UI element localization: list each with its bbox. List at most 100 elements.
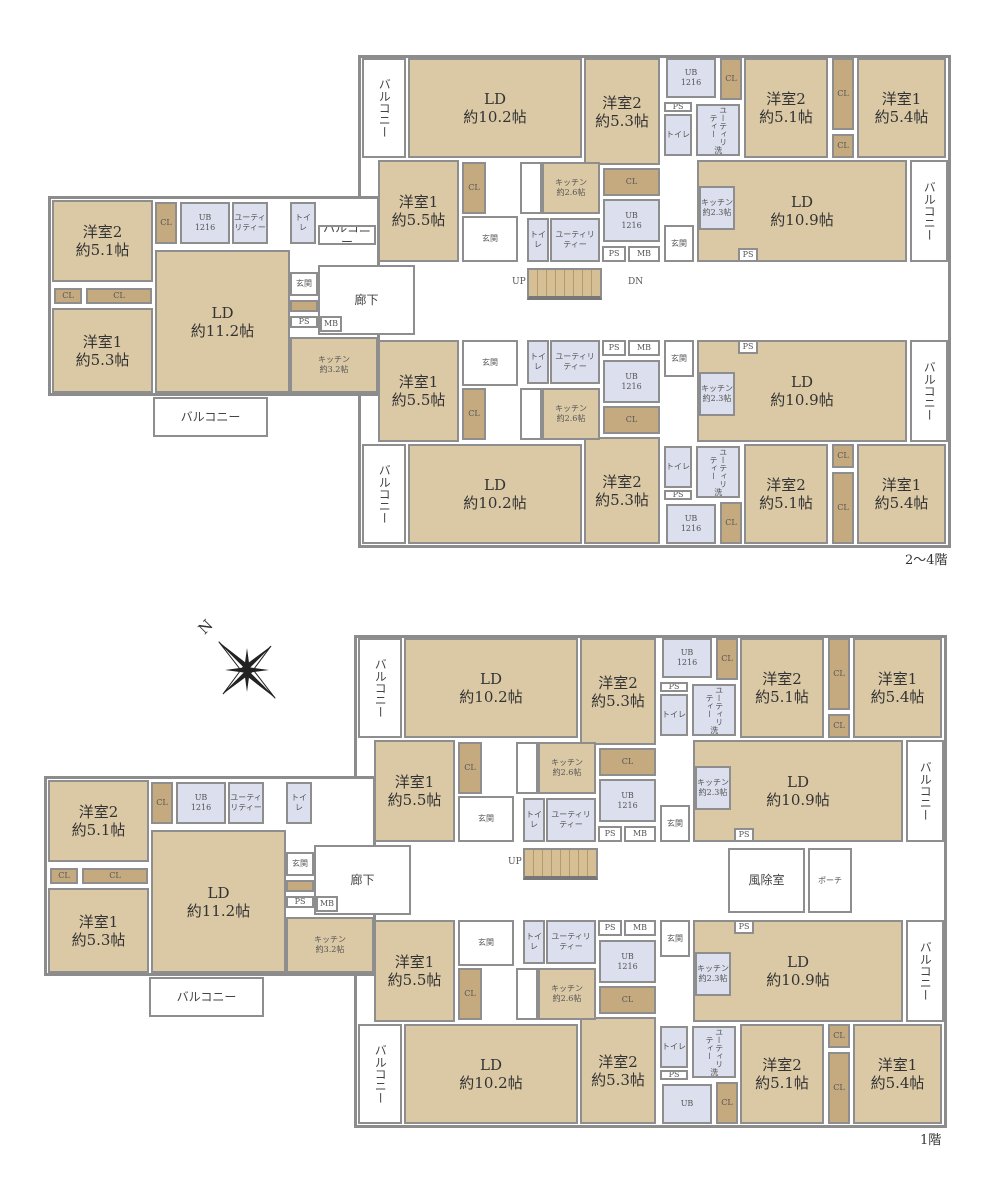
room-label-ld: LD — [787, 773, 809, 791]
room-cl-upper: CL — [832, 134, 854, 158]
room-label-s112: 約11.2帖 — [186, 901, 251, 920]
room-label-s51: 約5.1帖 — [75, 241, 130, 259]
room-label-utility: ユーティリティー — [555, 352, 595, 371]
compass-rose-icon: N — [195, 612, 290, 707]
room-windbreak-ground: 風除室 — [728, 848, 805, 913]
room-label-entrance: 玄関 — [667, 818, 683, 828]
room-label-ld: LD — [480, 1056, 502, 1074]
room-entrance-ground: 玄関 — [458, 920, 514, 966]
room-label-utility: ユーティリティー — [234, 213, 266, 232]
room-label-toilet: トイレ — [530, 352, 546, 371]
room-entrance-ground: 玄関 — [286, 852, 314, 876]
stair-label-dn: DN — [628, 277, 644, 287]
room-label-ub1216: 1216 — [617, 800, 638, 810]
room-label-ub1216: 1216 — [680, 524, 702, 533]
room-label-cl: CL — [464, 763, 476, 773]
stair-label-up: UP — [508, 857, 522, 867]
room-label-ld: LD — [484, 476, 506, 494]
room-label-yo1: 洋室1 — [394, 773, 435, 791]
room-ps-upper: PS — [738, 248, 758, 262]
room-cl-upper: CL — [462, 162, 486, 214]
room-label-entrance: 玄関 — [671, 238, 687, 248]
room-label-entrance: 玄関 — [482, 358, 498, 368]
room-label-yo2: 洋室2 — [602, 472, 642, 491]
room-label-ps: PS — [738, 922, 750, 932]
room-label-kitchen: キッチン — [318, 355, 350, 365]
room-label-cl: CL — [721, 1098, 733, 1108]
room-label-s26: 約2.6帖 — [552, 768, 582, 777]
room-cl-upper: CL — [832, 58, 854, 130]
room-entrance-upper: 玄関 — [462, 340, 518, 386]
room-label-balcony: バルコニー — [377, 78, 392, 138]
room-label-ps: PS — [608, 343, 620, 353]
room-label-kitchen: キッチン — [701, 384, 733, 394]
room-label-cl: CL — [621, 757, 634, 767]
room-label-ub1216: 1216 — [190, 803, 212, 812]
room-label-cl: CL — [113, 291, 125, 301]
room-label-s112: 約11.2帖 — [190, 321, 255, 340]
room-label-kitchen: キッチン — [314, 935, 346, 945]
room-label-toilet: トイレ — [662, 710, 686, 720]
room-label-ub1216: 1216 — [617, 961, 638, 971]
room-entrance-upper: 玄関 — [664, 225, 694, 262]
room-label-ld: LD — [791, 373, 813, 391]
room-label-ub1216: 1216 — [680, 78, 702, 87]
room-label-ps: PS — [668, 682, 680, 692]
room-toilet-ground: トイレ — [286, 782, 312, 824]
room-label-cl: CL — [837, 451, 849, 461]
room-label-ld: LD — [484, 90, 506, 108]
room-ps-ground: PS — [734, 920, 754, 934]
room-label-utility_v: ユーティリティー — [709, 448, 728, 488]
room-label-kitchen: キッチン — [701, 198, 733, 208]
room-label-cl: CL — [625, 177, 638, 187]
room-label-entrance: 玄関 — [478, 814, 494, 824]
room-label-s51: 約5.1帖 — [759, 494, 813, 512]
room-label-s109: 約10.9帖 — [770, 211, 834, 229]
room-label-yo2: 洋室2 — [762, 670, 802, 688]
room-balcony-ground: バルコニー — [358, 638, 402, 738]
room-cl-upper: CL — [832, 472, 854, 544]
room-utility-upper: ユーティリティー — [232, 202, 268, 244]
room-cl-upper: CL — [155, 202, 177, 244]
room-label-s51: 約5.1帖 — [755, 688, 809, 706]
room-utility_v-upper: ユーティリティー洗 — [696, 446, 740, 498]
room-label-cl: CL — [721, 654, 733, 664]
room-label-cl: CL — [160, 218, 172, 228]
room-label-yo1: 洋室1 — [881, 476, 922, 494]
room-label-cl: CL — [464, 989, 476, 999]
room-entrance-upper: 玄関 — [290, 272, 318, 296]
room-entrance-ground: 玄関 — [660, 805, 690, 842]
room-kitchen-upper: キッチン約2.6帖 — [542, 162, 600, 214]
room-label-ub: UB — [621, 790, 634, 800]
room-ps-ground: PS — [286, 896, 314, 908]
room-ps-ground: PS — [660, 682, 688, 692]
room-utility-upper: ユーティリティー — [550, 340, 600, 384]
room-utility-ground: ユーティリティー — [546, 798, 596, 842]
room-cl-upper: CL — [603, 406, 660, 434]
room-label-cl: CL — [468, 409, 480, 419]
room-label-s54: 約5.4帖 — [874, 494, 929, 512]
room-entrance-upper: 玄関 — [462, 216, 518, 262]
floor-label-upper: 2〜4階 — [905, 553, 948, 568]
room-mb-upper: MB — [628, 340, 660, 356]
room-label-s109: 約10.9帖 — [770, 391, 834, 409]
room-label-cl: CL — [833, 1083, 845, 1093]
room-utility-ground: ユーティリティー — [546, 920, 596, 964]
room-label-s26: 約2.6帖 — [552, 994, 582, 1003]
room-ps-ground: PS — [734, 828, 754, 842]
room-utility_v-ground: ユーティリティー洗 — [692, 684, 736, 736]
room-label-ps: PS — [742, 342, 754, 352]
room-label-cl: CL — [837, 141, 849, 151]
room-balcony-upper: バルコニー — [153, 397, 268, 437]
room-utility-ground: ユーティリティー — [228, 782, 264, 824]
room-label-ub1216: 1216 — [621, 220, 642, 230]
room-mb-ground: MB — [624, 920, 656, 936]
